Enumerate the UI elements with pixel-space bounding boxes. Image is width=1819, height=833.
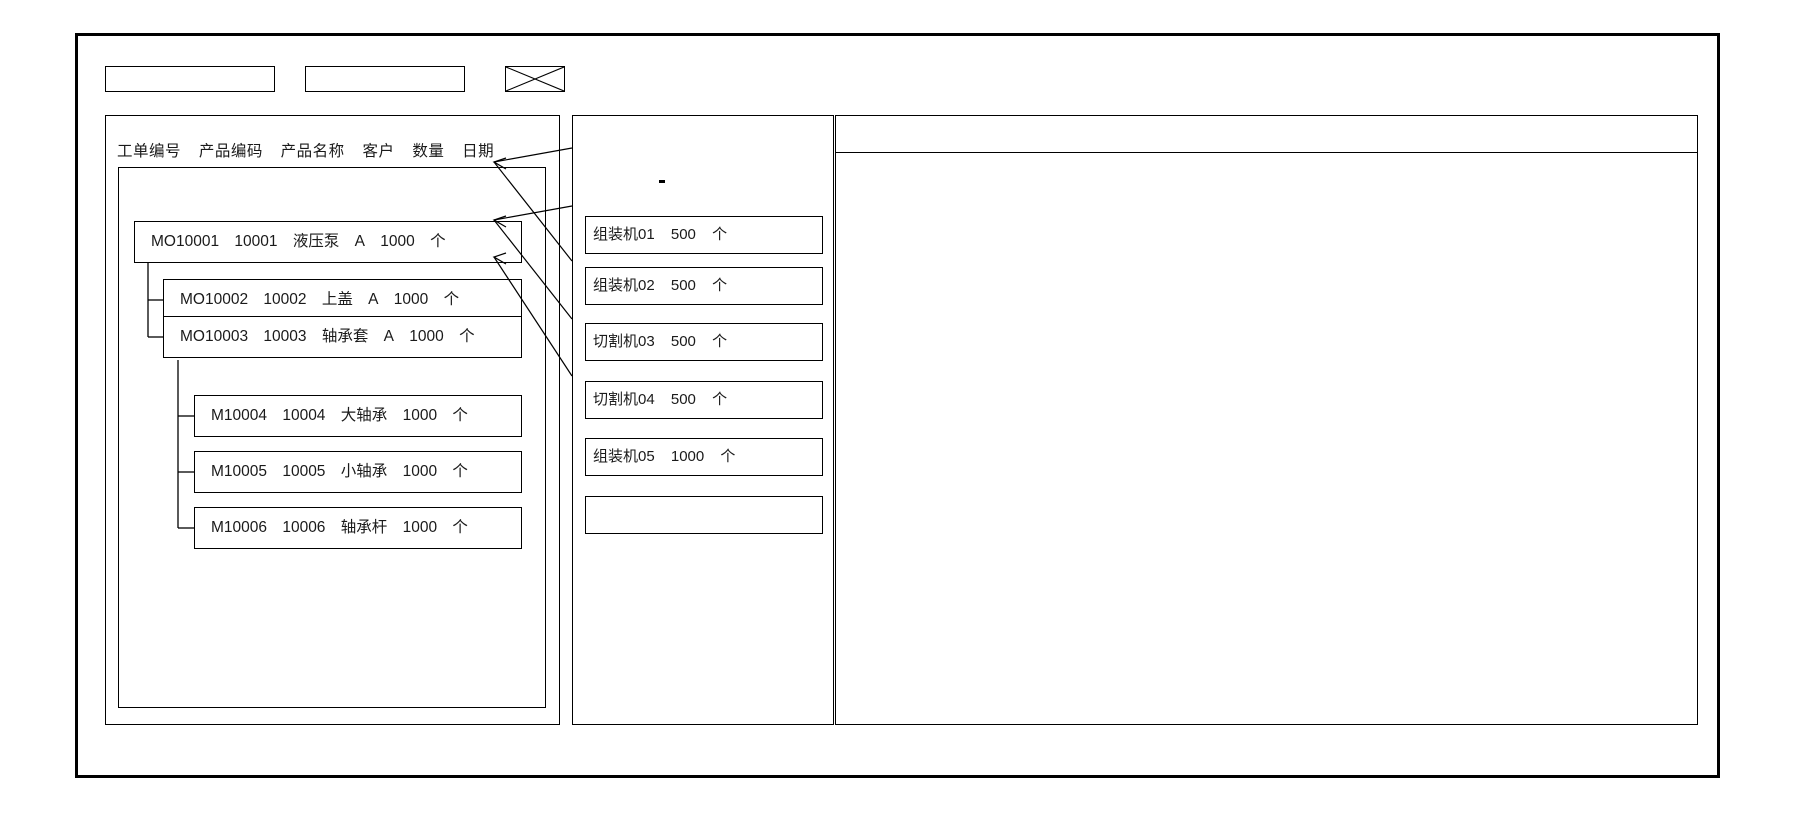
cell-product-code: 10001 <box>234 233 278 250</box>
cell-unit: 个 <box>452 407 468 424</box>
cell-qty: 1000 <box>402 463 438 480</box>
toolbar-field-1[interactable] <box>105 66 275 92</box>
cell-product-name: 液压泵 <box>292 233 340 250</box>
cell-qty: 1000 <box>402 407 438 424</box>
cell-order-no: MO10002 <box>180 291 249 308</box>
cell-product-code: 10003 <box>263 328 307 345</box>
column-header-customer: 客户 <box>362 143 395 160</box>
cell-product-name: 上盖 <box>321 291 353 308</box>
cell-product-code: 10004 <box>282 407 326 424</box>
cell-product-code: 10002 <box>263 291 307 308</box>
table-row[interactable]: M10005 10005 小轴承 1000 个 <box>194 451 522 493</box>
cell-unit: 个 <box>430 233 446 250</box>
machine-unit: 个 <box>712 333 728 350</box>
column-header-order-no: 工单编号 <box>117 143 182 160</box>
row-cells: M10004 10004 大轴承 1000 个 <box>195 396 521 436</box>
cell-product-name: 小轴承 <box>340 463 388 480</box>
machine-qty: 1000 <box>670 448 705 465</box>
cell-product-code: 10005 <box>282 463 326 480</box>
cell-product-code: 10006 <box>282 519 326 536</box>
cell-product-name: 轴承杆 <box>340 519 388 536</box>
cell-order-no: MO10003 <box>180 328 249 345</box>
table-column-headers: 工单编号 产品编码 产品名称 客户 数量 日期 <box>117 139 494 161</box>
machine-card-cells: 组装机02 500 个 <box>586 268 822 304</box>
machine-card-cells: 切割机03 500 个 <box>586 324 822 360</box>
table-row[interactable]: MO10003 10003 轴承套 A 1000 个 <box>163 316 522 358</box>
machine-unit: 个 <box>712 277 728 294</box>
row-cells: MO10002 10002 上盖 A 1000 个 <box>164 280 521 320</box>
column-header-product-code: 产品编码 <box>198 143 263 160</box>
row-cells: M10005 10005 小轴承 1000 个 <box>195 452 521 492</box>
column-header-product-name: 产品名称 <box>280 143 345 160</box>
detail-panel-header-divider <box>836 152 1697 153</box>
machine-qty: 500 <box>670 277 696 294</box>
machine-name: 切割机04 <box>593 391 655 408</box>
machine-qty: 500 <box>670 226 696 243</box>
cell-customer: A <box>354 233 365 250</box>
cell-qty: 1000 <box>380 233 415 250</box>
table-row[interactable]: MO10002 10002 上盖 A 1000 个 <box>163 279 522 321</box>
machine-card[interactable]: 切割机03 500 个 <box>585 323 823 361</box>
column-header-date: 日期 <box>462 143 495 160</box>
cell-product-name: 大轴承 <box>340 407 388 424</box>
machine-card[interactable]: 组装机05 1000 个 <box>585 438 823 476</box>
machine-name: 组装机05 <box>593 448 655 465</box>
cell-order-no: M10004 <box>211 407 268 424</box>
machine-unit: 个 <box>712 226 728 243</box>
machine-unit: 个 <box>720 448 736 465</box>
dash-mark-icon <box>659 180 665 183</box>
cell-qty: 1000 <box>393 291 429 308</box>
row-cells: MO10001 10001 液压泵 A 1000 个 <box>135 222 521 262</box>
machine-name: 切割机03 <box>593 333 655 350</box>
cell-unit: 个 <box>459 328 475 345</box>
row-cells: MO10003 10003 轴承套 A 1000 个 <box>164 317 521 357</box>
cell-product-name: 轴承套 <box>321 328 369 345</box>
table-row[interactable]: M10004 10004 大轴承 1000 个 <box>194 395 522 437</box>
cell-unit: 个 <box>452 463 468 480</box>
machine-schedule-panel: 组装机01 500 个 组装机02 500 个 切割机03 500 个 切割机0… <box>572 115 834 725</box>
machine-name: 组装机01 <box>593 226 655 243</box>
machine-name: 组装机02 <box>593 277 655 294</box>
app-window: 工单编号 产品编码 产品名称 客户 数量 日期 <box>75 33 1720 778</box>
table-row[interactable]: MO10001 10001 液压泵 A 1000 个 <box>134 221 522 263</box>
machine-card-cells: 切割机04 500 个 <box>586 382 822 418</box>
machine-card[interactable]: 切割机04 500 个 <box>585 381 823 419</box>
work-order-panel: 工单编号 产品编码 产品名称 客户 数量 日期 <box>105 115 560 725</box>
cell-order-no: M10005 <box>211 463 268 480</box>
machine-unit: 个 <box>712 391 728 408</box>
cell-unit: 个 <box>452 519 468 536</box>
machine-card-cells: 组装机05 1000 个 <box>586 439 822 475</box>
column-header-qty: 数量 <box>412 143 445 160</box>
toolbar-field-2[interactable] <box>305 66 465 92</box>
table-row[interactable]: M10006 10006 轴承杆 1000 个 <box>194 507 522 549</box>
cell-qty: 1000 <box>409 328 444 345</box>
machine-card-cells: 组装机01 500 个 <box>586 217 822 253</box>
machine-card[interactable]: 组装机01 500 个 <box>585 216 823 254</box>
machine-card-cells <box>586 497 822 533</box>
machine-qty: 500 <box>670 333 696 350</box>
cell-unit: 个 <box>443 291 460 308</box>
detail-panel <box>835 115 1698 725</box>
crossed-box-icon[interactable] <box>505 66 565 92</box>
cross-lines-icon <box>506 67 564 91</box>
machine-card[interactable]: 组装机02 500 个 <box>585 267 823 305</box>
machine-qty: 500 <box>670 391 696 408</box>
cell-order-no: M10006 <box>211 519 268 536</box>
cell-qty: 1000 <box>402 519 438 536</box>
cell-order-no: MO10001 <box>151 233 220 250</box>
machine-card-empty[interactable] <box>585 496 823 534</box>
cell-customer: A <box>368 291 379 308</box>
cell-customer: A <box>383 328 394 345</box>
row-cells: M10006 10006 轴承杆 1000 个 <box>195 508 521 548</box>
